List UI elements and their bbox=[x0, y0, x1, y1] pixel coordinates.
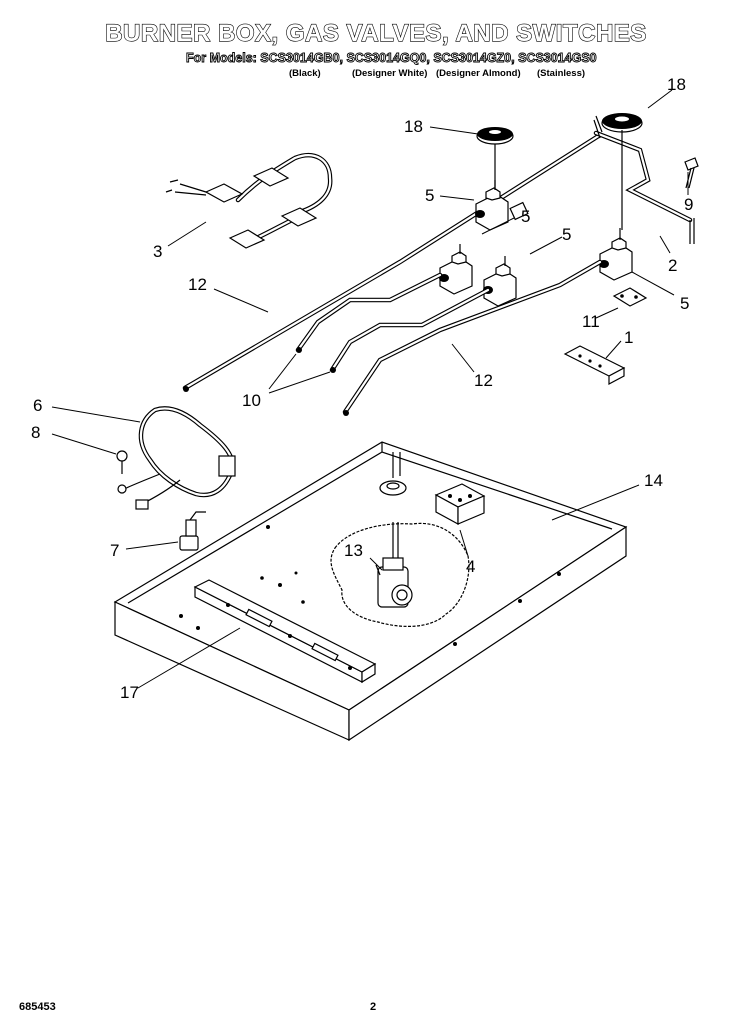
finish-label-black: (Black) bbox=[289, 68, 321, 79]
leader-lines bbox=[51, 89, 689, 689]
callout-18-right: 18 bbox=[667, 75, 686, 94]
switch-7 bbox=[179, 511, 206, 551]
finish-label-white: (Designer White) bbox=[352, 68, 428, 79]
burner-cap-right bbox=[601, 113, 643, 230]
finish-label-stainless: (Stainless) bbox=[537, 68, 586, 79]
callout-5-right: 5 bbox=[680, 294, 689, 313]
callout-5-mid-left: 5 bbox=[521, 207, 530, 226]
switch-harness bbox=[165, 152, 333, 249]
callout-12-upper: 12 bbox=[188, 275, 207, 294]
callout-3: 3 bbox=[153, 242, 162, 261]
callout-5-upper: 5 bbox=[425, 186, 434, 205]
callout-9: 9 bbox=[684, 195, 693, 214]
burner-cap-left bbox=[476, 127, 514, 188]
callout-17: 17 bbox=[120, 683, 139, 702]
part-number: 685453 bbox=[19, 1001, 56, 1013]
terminal-block bbox=[434, 483, 486, 526]
page-title: BURNER BOX, GAS VALVES, AND SWITCHES bbox=[105, 19, 647, 47]
spark-wire-harness bbox=[121, 406, 236, 510]
callout-13: 13 bbox=[344, 541, 363, 560]
callout-numbers: 3 5 18 18 9 2 5 5 5 11 1 12 10 12 6 8 7 … bbox=[31, 75, 693, 702]
gas-valve-1 bbox=[475, 180, 529, 231]
bracket-1 bbox=[563, 345, 626, 385]
callout-6: 6 bbox=[33, 396, 42, 415]
gas-valve-3 bbox=[483, 256, 517, 307]
callout-1: 1 bbox=[624, 328, 633, 347]
callout-5-mid-right: 5 bbox=[562, 225, 571, 244]
gas-valve-2 bbox=[439, 244, 473, 295]
manifold-pipe bbox=[182, 115, 695, 391]
screw-9 bbox=[684, 157, 699, 189]
page-number: 2 bbox=[370, 1001, 377, 1013]
callout-11: 11 bbox=[582, 312, 600, 331]
valve-tubes bbox=[183, 259, 603, 416]
callout-18-left: 18 bbox=[404, 117, 423, 136]
clip-11 bbox=[612, 287, 648, 307]
screw-8 bbox=[116, 450, 128, 494]
finish-label-almond: (Designer Almond) bbox=[436, 68, 521, 79]
gas-valve-4 bbox=[599, 228, 633, 281]
callout-7: 7 bbox=[110, 541, 119, 560]
callout-14: 14 bbox=[644, 471, 663, 490]
callout-10: 10 bbox=[242, 391, 261, 410]
switch-bracket-rail bbox=[193, 579, 377, 684]
models-line: For Models: SCS3014GB0, SCS3014GQ0, SCS3… bbox=[186, 51, 598, 66]
callout-4: 4 bbox=[466, 557, 475, 576]
callout-8: 8 bbox=[31, 423, 40, 442]
callout-2: 2 bbox=[668, 256, 677, 275]
safety-valve bbox=[375, 557, 413, 608]
callout-12-lower: 12 bbox=[474, 371, 493, 390]
